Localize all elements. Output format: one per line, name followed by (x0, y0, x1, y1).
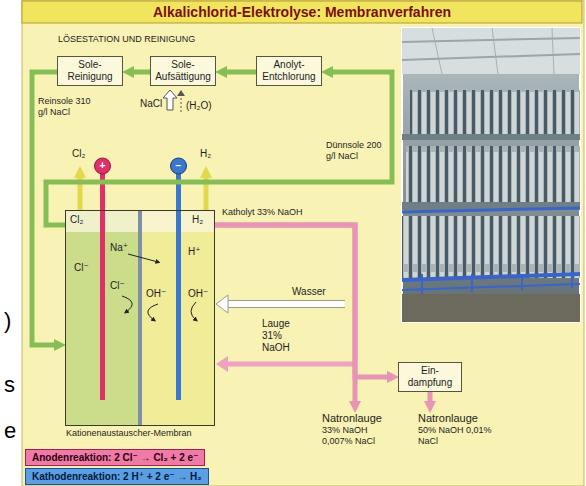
gas-label: Cl₂ (72, 148, 85, 160)
gas-label: H₂ (200, 148, 211, 160)
water-feed-outline (227, 300, 345, 308)
stream-label: Katholyt 33% NaOH (222, 207, 303, 218)
gas-label: H₂ (192, 214, 203, 226)
node-heading: Ein- dampfung (402, 365, 458, 389)
water-input-arrow (181, 95, 182, 112)
anode-electrode (100, 174, 105, 400)
node-heading: Natronlauge (322, 412, 396, 425)
ion-label: OH⁻ (188, 288, 208, 300)
stream-label: Wasser (292, 286, 326, 298)
water-feed-head (216, 295, 228, 313)
anode-terminal (95, 158, 111, 174)
hydroxide-ion-path (191, 302, 196, 320)
polarity-sign: + (95, 159, 111, 173)
slide-fragment: s (4, 372, 15, 398)
chloride-ion-path (122, 296, 132, 312)
lye-return-arrow (227, 362, 353, 367)
title-band (22, 1, 582, 23)
product-label: Natronlauge33% NaOH 0,007% NaCl (322, 412, 396, 447)
node-heading: Anodenreaktion: 2 Cl⁻ → Cl₂ + 2 e⁻ (32, 451, 198, 464)
ion-label: Na⁺ (110, 242, 128, 254)
ion-label: H⁺ (188, 246, 201, 258)
node-heading: Natronlauge (418, 412, 492, 425)
flow-arrow (428, 392, 433, 401)
hydroxide-ion-path (148, 304, 158, 320)
input-label: (H₂O) (186, 100, 212, 112)
input-label: NaCl (140, 98, 162, 110)
node-heading: Sole- Aufsättigung (154, 59, 212, 83)
reaction-band: Anodenreaktion: 2 Cl⁻ → Cl₂ + 2 e⁻ (25, 449, 205, 466)
slide-fragment: ) (4, 308, 11, 334)
process-box: Anolyt- Entchlorung (256, 56, 322, 86)
polarity-sign: − (171, 159, 187, 173)
water-input-head (177, 90, 185, 96)
slide-fragment: e (4, 418, 16, 444)
node-heading: Anolyt- Entchlorung (260, 59, 318, 83)
node-heading: Kationenaustauscher-Membran (66, 428, 192, 439)
gas-label: Cl₂ (70, 214, 83, 226)
node-body: 33% NaOH 0,007% NaCl (322, 425, 396, 447)
reaction-band: Kathodenreaktion: 2 H⁺ + 2 e⁻ → H₂ (25, 468, 209, 485)
section-heading: LÖSESTATION UND REINIGUNG (58, 34, 195, 45)
stream-label: Dünnsole 200 g/l NaCl (326, 140, 384, 162)
flow-arrow (215, 225, 387, 377)
water-feed-arrow (227, 301, 345, 307)
flow-arrow (134, 70, 150, 75)
flow-arrow (215, 225, 355, 401)
process-box: Sole- Aufsättigung (150, 56, 216, 86)
stream-label: Reinsole 310 g/l NaCl (38, 96, 96, 118)
ion-label: Cl⁻ (74, 262, 89, 274)
sodium-ion-path (128, 254, 158, 262)
membrane (138, 210, 142, 426)
product-label: Natronlauge50% NaOH 0,01% NaCl (418, 412, 492, 447)
electrolysis-cell: Kationenaustauscher-Membran (65, 210, 215, 426)
node-body: 50% NaOH 0,01% NaCl (418, 425, 492, 447)
stream-label: Lauge 31% NaOH (262, 318, 296, 354)
lye-return-head (216, 356, 228, 372)
salt-input-arrow (163, 90, 177, 110)
node-heading: Sole- Reinigung (61, 59, 119, 83)
cathode-terminal (171, 158, 187, 174)
panel-ground (22, 0, 584, 486)
flow-arrow (46, 72, 392, 225)
flow-arrow (227, 70, 256, 75)
cathode-electrode (176, 174, 181, 400)
process-box: Sole- Reinigung (57, 56, 123, 86)
node-heading: Kathodenreaktion: 2 H⁺ + 2 e⁻ → H₂ (32, 470, 202, 483)
plant-photo (402, 28, 580, 322)
ion-label: OH⁻ (146, 288, 166, 300)
process-box: Ein- dampfung (398, 362, 462, 392)
ion-label: Cl⁻ (110, 280, 125, 292)
diagram-title: Alkalichlorid-Elektrolyse: Membranverfah… (22, 3, 582, 21)
